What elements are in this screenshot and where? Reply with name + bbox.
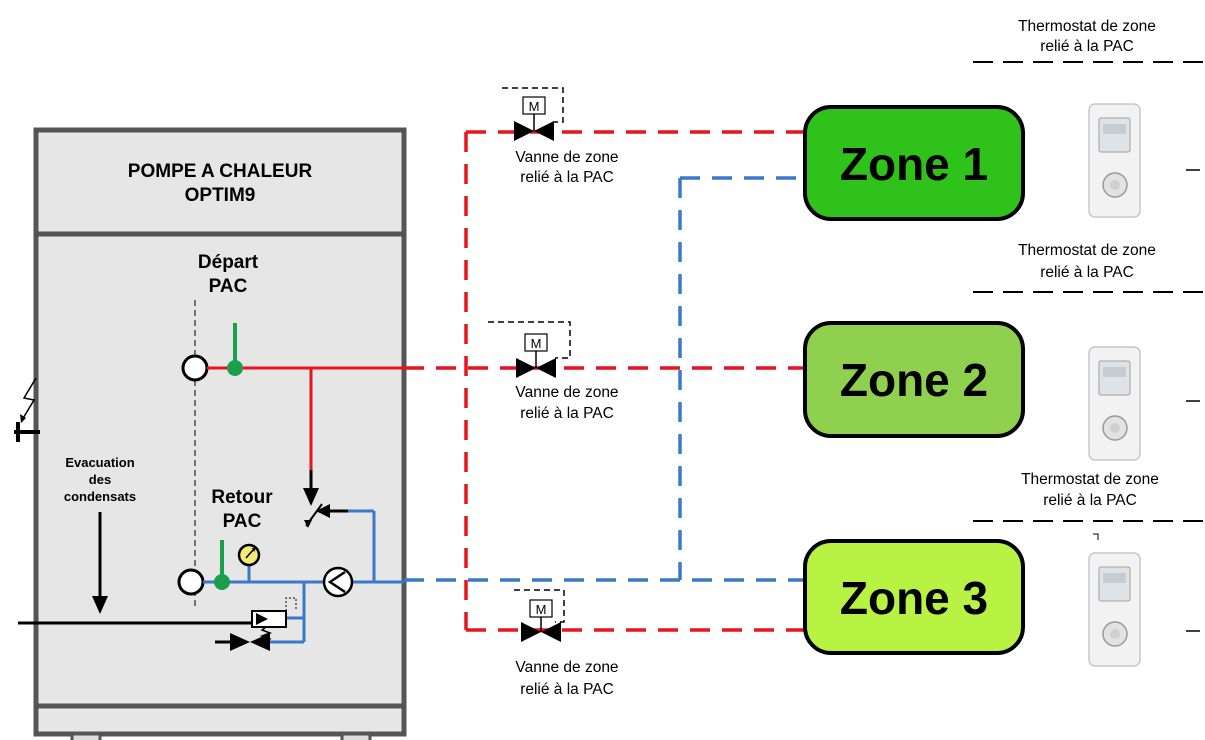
- thermostat-icon-3: [1088, 552, 1141, 667]
- thermostat-marker-3: [1093, 533, 1099, 540]
- valve-label-2-line1: Vanne de zone: [515, 384, 618, 401]
- unit-base: [33, 703, 407, 737]
- pressure-gauge-icon: [237, 543, 261, 567]
- condensate-label-line3: condensats: [64, 489, 136, 504]
- zone-1-label: Zone 1: [840, 138, 988, 190]
- heat-pump-unit: POMPE A CHALEUR OPTIM9 Départ PAC Retour…: [14, 127, 407, 740]
- supply-sensor: [227, 360, 243, 376]
- zone-3: Zone 3: [803, 539, 1025, 655]
- condensate-label-line1: Evacuation: [65, 455, 134, 470]
- valve-label-3-line2: relié à la PAC: [520, 681, 614, 698]
- power-supply-icon: [14, 377, 40, 442]
- unit-title-line2: OPTIM9: [185, 185, 256, 206]
- thermostat-2: Thermostat de zone relié à la PAC: [973, 242, 1205, 461]
- unit-foot-right: [340, 732, 372, 740]
- zone-valve-1: M Vanne de zone relié à la PAC: [502, 87, 619, 186]
- external-supply-piping: [404, 130, 806, 632]
- thermostat-icon-1: [1088, 103, 1141, 218]
- unit-title-line1: POMPE A CHALEUR: [128, 161, 313, 182]
- thermostat-3: Thermostat de zone relié à la PAC: [973, 471, 1205, 667]
- valve-motor-label-2: M: [531, 336, 542, 351]
- thermostat-label-1-line1: Thermostat de zone: [1018, 18, 1156, 35]
- external-return-piping: [404, 176, 806, 582]
- depart-label-line2: PAC: [209, 276, 248, 297]
- bypass-valve: [303, 470, 348, 528]
- valve-body-2: [516, 358, 536, 378]
- safety-valve-icon: [251, 597, 297, 643]
- zone-2: Zone 2: [803, 321, 1025, 438]
- thermostat-label-3-line2: relié à la PAC: [1043, 492, 1137, 509]
- zone-1-box: [803, 105, 1025, 221]
- circulator-pump-icon: [322, 566, 354, 598]
- thermostat-1: Thermostat de zone relié à la PAC: [973, 18, 1205, 218]
- valve-label-1-line1: Vanne de zone: [515, 149, 618, 166]
- zone-2-box: [803, 321, 1025, 438]
- thermostat-label-3-line1: Thermostat de zone: [1021, 471, 1159, 488]
- retour-label-line2: PAC: [223, 511, 262, 532]
- unit-body-panel: [33, 231, 407, 709]
- fill-valve-icon: [215, 633, 270, 651]
- zone-1: Zone 1: [803, 105, 1025, 221]
- zone-valve-2: M Vanne de zone relié à la PAC: [488, 321, 619, 422]
- thermostat-label-2-line2: relié à la PAC: [1040, 264, 1134, 281]
- valve-body-1: [514, 121, 534, 141]
- condensate-label-line2: des: [89, 472, 111, 487]
- valve-label-1-line2: relié à la PAC: [520, 169, 614, 186]
- valve-body-3: [521, 622, 541, 642]
- unit-foot-left: [70, 732, 102, 740]
- depart-label-line1: Départ: [198, 252, 259, 273]
- zone-3-box: [803, 539, 1025, 655]
- retour-label-line1: Retour: [211, 487, 273, 508]
- thermostat-icon-2: [1088, 346, 1141, 461]
- return-connection: [177, 568, 205, 596]
- valve-label-2-line2: relié à la PAC: [520, 405, 614, 422]
- valve-motor-label-3: M: [536, 602, 547, 617]
- thermostat-label-2-line1: Thermostat de zone: [1018, 242, 1156, 259]
- return-sensor: [214, 574, 230, 590]
- zone-3-label: Zone 3: [840, 572, 988, 624]
- condensate-arrowhead: [92, 596, 108, 614]
- valve-motor-label-1: M: [529, 99, 540, 114]
- thermostat-label-1-line2: relié à la PAC: [1040, 38, 1134, 55]
- valve-label-3-line1: Vanne de zone: [515, 659, 618, 676]
- unit-top-panel: [33, 127, 407, 237]
- supply-connection: [181, 354, 209, 382]
- zone-2-label: Zone 2: [840, 354, 988, 406]
- zone-valve-3: M Vanne de zone relié à la PAC: [514, 589, 619, 698]
